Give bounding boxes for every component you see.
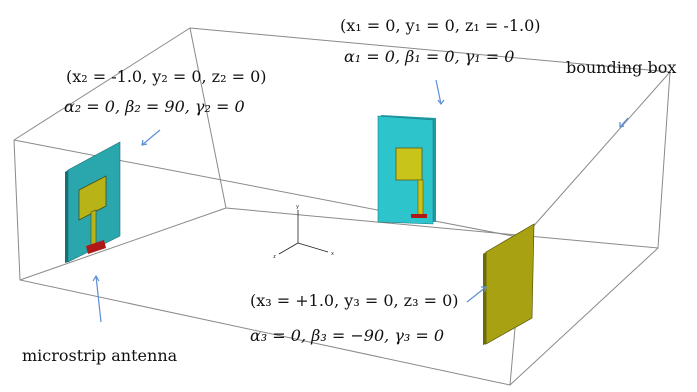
antenna-1-patch xyxy=(395,147,423,181)
arrow-antenna-1 xyxy=(435,79,442,105)
antenna-2 xyxy=(65,141,121,263)
antenna-2-feedline xyxy=(90,209,97,247)
arrow-antenna-1-head xyxy=(437,99,445,105)
antenna-1-position-label: (x₁ = 0, y₁ = 0, z₁ = -1.0) xyxy=(340,16,541,35)
box-edge-bottom-left xyxy=(19,207,227,281)
axis-y-label: y xyxy=(296,204,299,210)
antenna-1-feed-port xyxy=(411,214,427,218)
arrow-bounding-box-head xyxy=(619,122,625,128)
axis-x-label: x xyxy=(331,251,334,257)
arrow-microstrip xyxy=(95,275,102,323)
antenna-2-rotation-label: α₂ = 0, β₂ = 90, γ₂ = 0 xyxy=(64,97,245,116)
arrow-microstrip-head xyxy=(92,274,100,282)
antenna-1 xyxy=(377,115,436,225)
pointer-arrows xyxy=(92,79,629,323)
antenna-1-rotation-label: α₁ = 0, β₁ = 0, γ₁ = 0 xyxy=(344,47,514,66)
antenna-2-feed-port xyxy=(86,240,106,254)
antenna-2-substrate-edge xyxy=(65,170,68,263)
axis-z-label: z xyxy=(273,254,276,260)
antenna-3-position-label: (x₃ = +1.0, y₃ = 0, z₃ = 0) xyxy=(250,291,459,310)
bounding-box-label: bounding box xyxy=(566,58,676,77)
antenna-2-position-label: (x₂ = -1.0, y₂ = 0, z₂ = 0) xyxy=(66,67,267,86)
axis-z-line xyxy=(278,242,299,255)
box-edge-top-right xyxy=(522,71,671,239)
arrow-antenna-2 xyxy=(141,129,161,146)
arrow-antenna-2-head xyxy=(141,139,148,146)
box-edge-bottom-right xyxy=(509,247,659,386)
arrow-antenna-3 xyxy=(466,286,487,303)
coordinate-axes: y x z xyxy=(273,204,334,260)
bounding-box xyxy=(13,27,671,386)
axis-x-line xyxy=(297,242,329,253)
antenna-1-feedline xyxy=(417,179,424,217)
microstrip-antenna-label: microstrip antenna xyxy=(22,346,178,365)
box-edge-top-left xyxy=(13,27,191,141)
antenna-3-substrate-edge xyxy=(483,252,486,345)
arrow-antenna-3-head xyxy=(481,286,487,293)
arrow-bounding-box xyxy=(619,117,629,128)
antenna-3-substrate xyxy=(485,223,535,345)
antenna-2-patch xyxy=(78,175,107,221)
antenna-3-rotation-label: α₃ = 0, β₃ = −90, γ₃ = 0 xyxy=(250,326,444,345)
antenna-3 xyxy=(483,223,535,345)
